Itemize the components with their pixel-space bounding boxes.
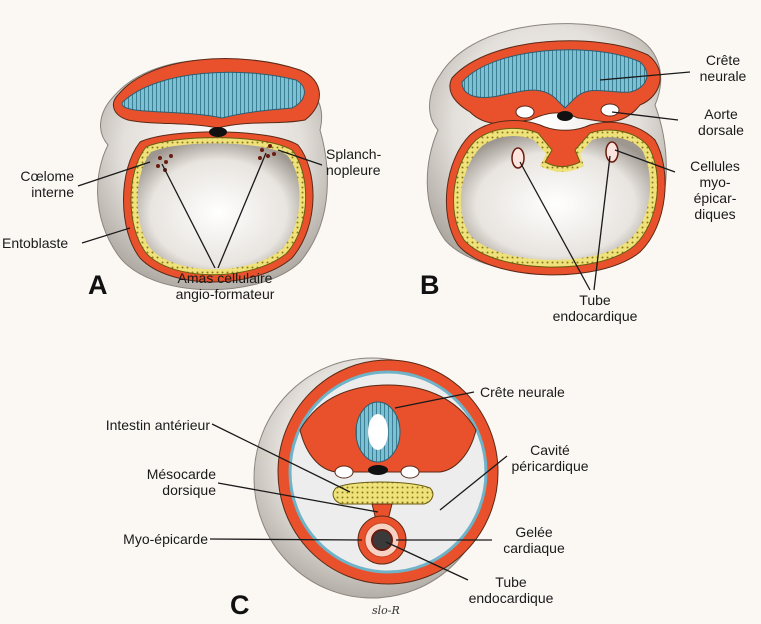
label-aorte-dorsale: Aorte dorsale	[686, 106, 756, 138]
panel-c-endocardial-tube	[372, 530, 392, 550]
label-cellules-myo-epicardiques: Cellules myo- épicar- diques	[676, 158, 754, 222]
label-entoblaste: Entoblaste	[2, 235, 86, 251]
panel-letter-a: A	[88, 270, 108, 301]
label-myo-epicarde: Myo-épicarde	[80, 531, 208, 547]
panel-c-notochord	[368, 465, 388, 475]
label-splanchnopleure: Splanch- nopleure	[326, 146, 410, 178]
artist-signature: slo-R	[372, 604, 400, 617]
label-intestin-anterieur: Intestin antérieur	[60, 417, 210, 433]
panel-c-foregut-entoderm	[333, 482, 433, 504]
panel-c-aorta-right	[401, 466, 419, 478]
panel-c-neural-canal	[368, 414, 388, 450]
label-tube-endocardique-c: Tube endocardique	[456, 574, 566, 606]
label-mesocarde-dorsique: Mésocarde dorsique	[100, 466, 216, 498]
label-coelome-interne: Cœlome interne	[0, 168, 74, 200]
label-gelee-cardiaque: Gelée cardiaque	[494, 524, 574, 556]
label-crete-neurale-b: Crête neurale	[690, 52, 756, 84]
panel-letter-c: C	[230, 590, 250, 621]
panel-b-notochord	[557, 111, 573, 121]
label-crete-neurale-c: Crête neurale	[480, 384, 600, 400]
panel-a-notochord	[209, 127, 227, 137]
label-tube-endocardique-b: Tube endocardique	[540, 292, 650, 324]
panel-b	[427, 24, 666, 275]
label-amas-angio-formateur: Amas cellulaire angio-formateur	[150, 270, 300, 302]
panel-b-aorta-right	[601, 104, 619, 116]
panel-c-aorta-left	[335, 466, 353, 478]
panel-a-yolk-sac-cavity	[138, 143, 300, 269]
panel-letter-b: B	[420, 270, 440, 301]
label-cavite-pericardique: Cavité péricardique	[500, 442, 600, 474]
panel-a	[98, 59, 328, 290]
panel-b-endocardial-tube-right	[606, 142, 618, 162]
panel-b-aorta-left	[516, 106, 534, 118]
